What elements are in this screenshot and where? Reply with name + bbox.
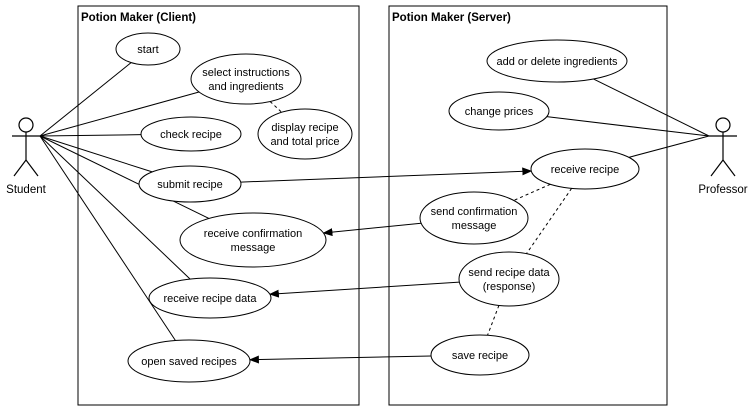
use-case-label: select instructions: [202, 67, 290, 79]
stick-figure-icon: [709, 117, 737, 177]
association-student-select: [39, 91, 200, 137]
use-case-change-prices[interactable]: change prices: [448, 91, 550, 131]
association-student-receive_data: [39, 135, 191, 280]
use-case-add-delete[interactable]: add or delete ingredients: [486, 39, 628, 83]
use-case-start[interactable]: start: [115, 32, 181, 66]
dependency-receive_recipe-send_conf: [513, 183, 551, 201]
use-case-label: save recipe: [452, 350, 508, 362]
dependency-receive_recipe-send_data: [526, 188, 573, 254]
use-case-label: and ingredients: [208, 81, 284, 93]
use-case-save[interactable]: save recipe: [430, 334, 530, 376]
use-case-label: display recipe: [271, 122, 338, 134]
dependency-send_data-save: [487, 305, 500, 336]
actor-label-professor: Professor: [698, 184, 747, 196]
message-arrow-submit-receive_recipe: [240, 167, 533, 183]
association-professor-receive_recipe: [628, 135, 710, 158]
use-case-label: receive recipe data: [164, 293, 258, 305]
stick-figure-icon: [12, 117, 40, 177]
association-student-start: [39, 62, 132, 137]
message-arrow-save-open_saved: [248, 355, 432, 364]
actor-label-student: Student: [6, 184, 46, 196]
use-case-send-conf[interactable]: send confirmation message: [419, 191, 529, 245]
association-professor-change_prices: [546, 116, 710, 137]
association-student-receive_conf: [39, 135, 210, 219]
use-case-label: start: [137, 44, 158, 56]
use-case-receive-conf[interactable]: receive confirmation message: [179, 212, 327, 268]
use-case-label: receive recipe: [551, 164, 619, 176]
use-case-label: check recipe: [160, 129, 222, 141]
use-case-receive-recipe[interactable]: receive recipe: [530, 148, 640, 190]
use-case-label: submit recipe: [157, 179, 222, 191]
message-arrow-send_data-receive_data: [268, 281, 460, 298]
actor-student: Student: [6, 117, 47, 196]
use-case-label: open saved recipes: [141, 356, 237, 368]
use-case-label: message: [452, 220, 497, 232]
use-case-label: (response): [483, 281, 536, 293]
use-case-label: message: [231, 242, 276, 254]
use-case-receive-data[interactable]: receive recipe data: [148, 277, 272, 319]
system-title-server: Potion Maker (Server): [392, 12, 511, 24]
use-case-label: add or delete ingredients: [496, 56, 618, 68]
association-student-submit: [39, 135, 153, 173]
use-case-submit[interactable]: submit recipe: [138, 165, 242, 203]
system-title-client: Potion Maker (Client): [81, 12, 196, 24]
dependency-select-display: [269, 101, 283, 113]
use-case-display[interactable]: display recipe and total price: [257, 108, 353, 160]
actor-professor: Professor: [698, 117, 748, 196]
use-case-label: receive confirmation: [204, 228, 302, 240]
association-student-open_saved: [39, 135, 176, 341]
association-professor-add_delete: [593, 78, 710, 137]
use-case-label: send confirmation: [431, 206, 518, 218]
use-case-send-data[interactable]: send recipe data (response): [458, 251, 560, 307]
use-case-check[interactable]: check recipe: [140, 116, 242, 152]
use-case-select[interactable]: select instructions and ingredients: [190, 53, 302, 105]
association-student-check: [39, 134, 142, 137]
use-case-open-saved[interactable]: open saved recipes: [127, 339, 251, 383]
use-case-label: send recipe data: [468, 267, 550, 279]
message-arrow-send_conf-receive_conf: [322, 222, 422, 237]
use-case-label: and total price: [270, 136, 339, 148]
use-case-label: change prices: [465, 106, 534, 118]
